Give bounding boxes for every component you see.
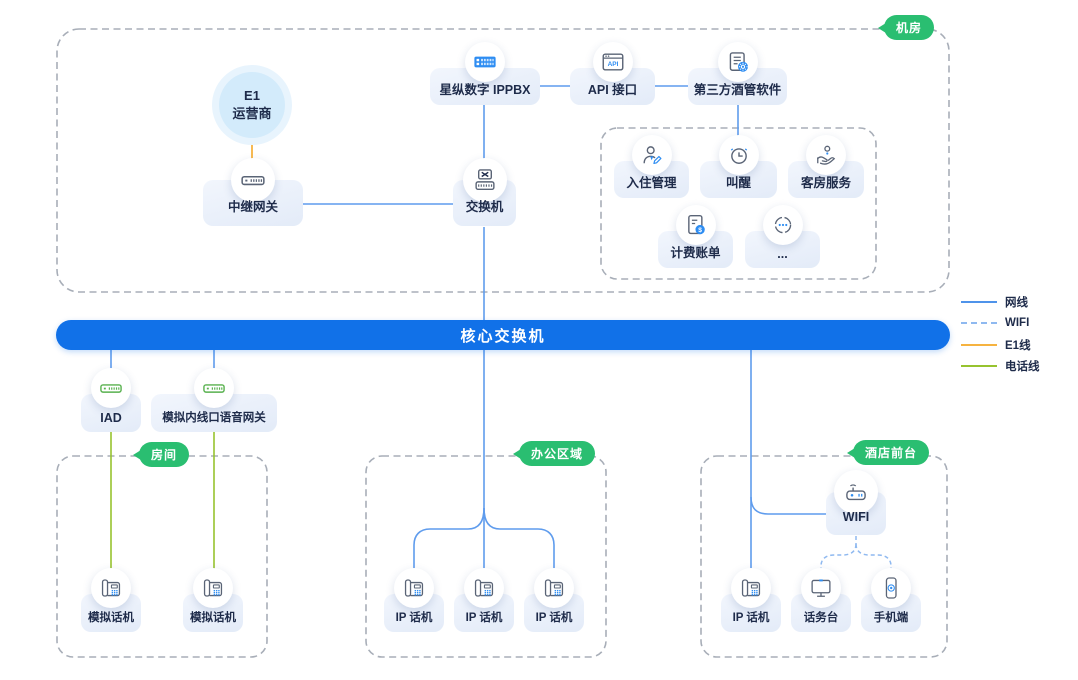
node-pms: 第三方酒管软件	[688, 42, 787, 105]
desk-phone-icon	[394, 568, 434, 608]
e1-line-swatch	[961, 343, 997, 346]
zone-badge-room: 房间	[138, 442, 190, 467]
node-billing: 计费账单	[658, 205, 733, 268]
zone-badge-front-desk: 酒店前台	[852, 440, 930, 465]
node-room-service: 客房服务	[788, 135, 864, 198]
wifi-links	[820, 536, 892, 570]
monitor-icon	[801, 568, 841, 608]
zone-badge-machine-room: 机房	[883, 15, 935, 40]
rack-server-icon	[465, 42, 505, 82]
node-analog-phone-2: 模拟话机	[183, 568, 243, 632]
wifi-router-icon	[834, 470, 878, 514]
legend-item-wifi: WIFI	[961, 313, 1040, 335]
desk-phone-icon	[464, 568, 504, 608]
node-check-in: 入住管理	[614, 135, 689, 198]
hand-person-icon	[806, 135, 846, 175]
node-switch: 交换机	[453, 158, 516, 226]
legend-item-phone-line: 电话线	[961, 356, 1040, 378]
node-trunk-gateway: 中继网关	[203, 158, 303, 226]
core-switch-banner: 核心交换机	[56, 320, 950, 350]
node-ippbx: 星纵数字 IPPBX	[430, 42, 540, 105]
node-ip-phone-3: IP 话机	[524, 568, 584, 632]
desk-phone-icon	[534, 568, 574, 608]
zone-badge-office: 办公区域	[518, 441, 596, 466]
e1-operator-label: E1 运营商	[219, 72, 285, 138]
node-wake-up: 叫醒	[700, 135, 777, 198]
node-iad: IAD	[81, 368, 141, 432]
node-front-ip-phone: IP 话机	[721, 568, 781, 632]
phone-line-swatch	[961, 365, 997, 368]
api-window-icon	[592, 42, 633, 82]
network-cable-line-swatch	[961, 300, 997, 303]
node-e1-operator: E1 运营商	[212, 65, 292, 145]
green-router-icon	[91, 368, 131, 408]
legend: 网线 WIFI E1线 电话线	[961, 291, 1040, 377]
person-edit-icon	[631, 135, 672, 175]
smartphone-icon	[871, 568, 911, 608]
legend-item-network-cable: 网线	[961, 291, 1040, 313]
node-api: API 接口	[570, 42, 655, 105]
node-wifi-ap: WIFI	[826, 470, 886, 535]
desk-phone-icon	[731, 568, 771, 608]
invoice-coin-icon	[675, 205, 716, 245]
node-analog-phone-1: 模拟话机	[81, 568, 141, 632]
node-mobile: 手机端	[861, 568, 921, 632]
green-router-icon	[194, 368, 234, 408]
document-gear-icon	[717, 42, 758, 82]
core-switch-label: 核心交换机	[460, 327, 546, 345]
alarm-clock-icon	[718, 135, 759, 175]
desk-phone-icon	[91, 568, 131, 608]
node-ip-phone-1: IP 话机	[384, 568, 444, 632]
node-more-features: ...	[745, 205, 820, 268]
node-analog-gateway: 模拟内线口语音网关	[151, 368, 277, 432]
node-ip-phone-2: IP 话机	[454, 568, 514, 632]
wifi-line-swatch	[961, 322, 997, 325]
desk-phone-icon	[193, 568, 233, 608]
ellipsis-bubble-icon	[762, 205, 803, 245]
node-console: 话务台	[791, 568, 851, 632]
legend-item-e1-line: E1线	[961, 334, 1040, 356]
